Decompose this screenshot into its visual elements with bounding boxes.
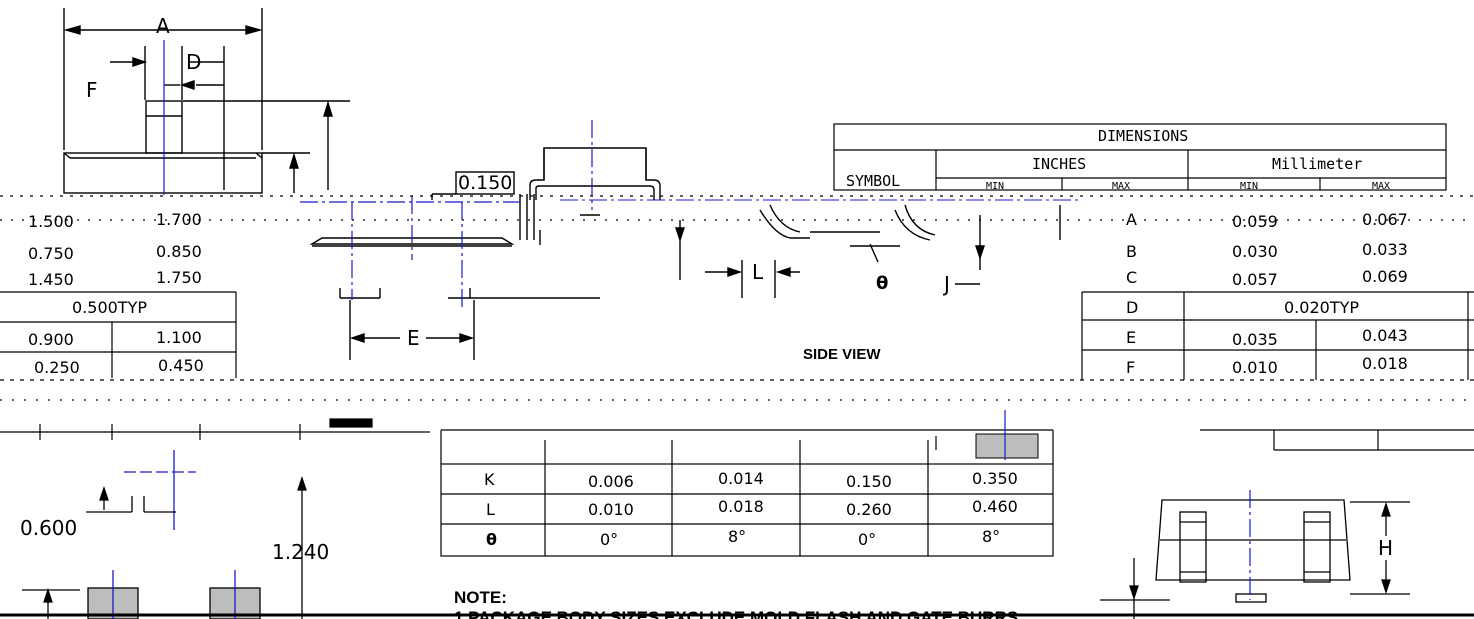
- left-row6-max: 0.450: [158, 356, 204, 375]
- dimensions-table-grid: [833, 123, 1474, 380]
- row-theta-mm-min: 0°: [858, 530, 877, 549]
- row-c-symbol: C: [1126, 268, 1138, 287]
- row-k-in-max: 0.014: [718, 469, 764, 488]
- row-e-min: 0.035: [1232, 330, 1278, 349]
- left-row2-min: 0.750: [28, 244, 74, 263]
- lower-table-grid: [440, 429, 1474, 557]
- table-title: DIMENSIONS: [1098, 127, 1189, 145]
- side-view-left: [309, 171, 600, 360]
- label-h: H: [1378, 536, 1394, 560]
- label-theta: θ: [876, 273, 889, 294]
- end-view: [63, 8, 350, 194]
- label-e: E: [407, 326, 420, 350]
- left-row1-min: 1.500: [28, 212, 74, 231]
- row-f-symbol: F: [1126, 360, 1136, 374]
- dim-1240: 1.240: [272, 540, 330, 564]
- row-l-symbol: L: [486, 500, 495, 519]
- row-f-min: 0.010: [1232, 358, 1278, 377]
- left-row3-max: 1.750: [156, 268, 202, 287]
- mm-min-label: MIN: [1240, 181, 1259, 192]
- left-row2-max: 0.850: [156, 242, 202, 261]
- label-d: D: [186, 50, 202, 74]
- row-c-max: 0.069: [1362, 267, 1408, 286]
- label-f: F: [86, 78, 98, 102]
- row-theta-mm-max: 8°: [982, 527, 1001, 546]
- left-row3-min: 1.450: [28, 270, 74, 289]
- left-row1-max: 1.700: [156, 210, 202, 229]
- row-theta-symbol: θ: [486, 530, 497, 549]
- row-c-min: 0.057: [1232, 270, 1278, 289]
- symbol-header: SYMBOL: [846, 172, 901, 190]
- row-l-mm-min: 0.260: [846, 500, 892, 519]
- label-l: L: [752, 260, 764, 284]
- inch-min-label: MIN: [986, 181, 1005, 192]
- land-pad-mid: [975, 433, 1039, 459]
- note-line-1: 1.PACKAGE BODY SIZES EXCLUDE MOLD FLASH …: [454, 608, 1019, 619]
- row-d-symbol: D: [1126, 298, 1139, 317]
- note-title: NOTE:: [454, 588, 507, 607]
- left-row5-min: 0.900: [28, 330, 74, 349]
- side-view-title: SIDE VIEW: [803, 346, 881, 363]
- left-row6-min: 0.250: [34, 358, 80, 377]
- label-j: J: [944, 272, 950, 296]
- row-l-in-max: 0.018: [718, 497, 764, 516]
- row-k-symbol: K: [484, 470, 495, 489]
- row-k-in-min: 0.006: [588, 472, 634, 491]
- row-a-min: 0.059: [1232, 212, 1278, 231]
- row-theta-in-max: 8°: [728, 527, 747, 546]
- row-k-mm-min: 0.150: [846, 472, 892, 491]
- row-a-symbol: A: [1126, 210, 1137, 229]
- row-b-max: 0.033: [1362, 240, 1408, 259]
- row-e-max: 0.043: [1362, 326, 1408, 345]
- inch-max-label: MAX: [1112, 181, 1131, 192]
- dim-0600: 0.600: [20, 516, 78, 540]
- side-view-body: [529, 147, 1061, 298]
- mm-header: Millimeter: [1272, 155, 1363, 173]
- left-row4-typ: 0.500TYP: [72, 298, 147, 317]
- row-l-in-min: 0.010: [588, 500, 634, 519]
- row-theta-in-min: 0°: [600, 530, 619, 549]
- row-b-symbol: B: [1126, 242, 1137, 261]
- row-d-typ: 0.020TYP: [1284, 298, 1359, 317]
- row-k-mm-max: 0.350: [972, 469, 1018, 488]
- scan-strip: [0, 195, 1474, 428]
- label-a: A: [156, 14, 170, 38]
- inches-header: INCHES: [1032, 155, 1087, 173]
- row-l-mm-max: 0.460: [972, 497, 1018, 516]
- row-a-max: 0.067: [1362, 210, 1408, 229]
- package-front-view: [1100, 499, 1410, 619]
- mm-max-label: MAX: [1372, 181, 1391, 192]
- row-b-min: 0.030: [1232, 242, 1278, 261]
- left-table-grid: [0, 291, 430, 440]
- left-row5-max: 1.100: [156, 328, 202, 347]
- dim-0150: 0.150: [458, 172, 513, 194]
- row-e-symbol: E: [1126, 328, 1137, 347]
- row-f-max: 0.018: [1362, 354, 1408, 373]
